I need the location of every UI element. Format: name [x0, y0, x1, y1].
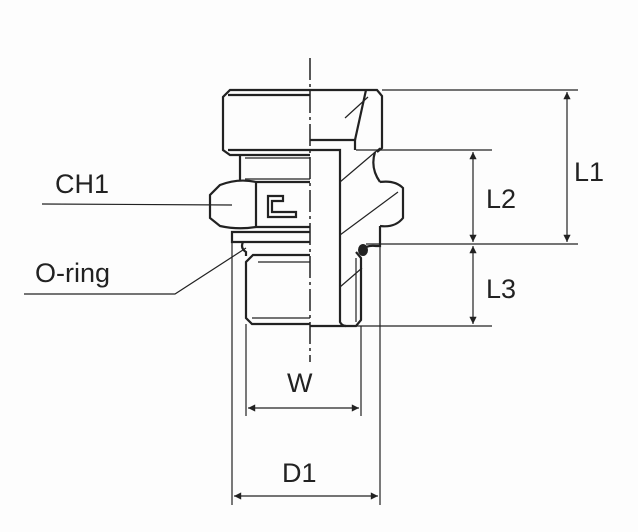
bottom-thread [244, 251, 363, 328]
top-body [221, 88, 384, 157]
l3-label: L3 [486, 274, 516, 304]
hex-ch1 [208, 179, 405, 230]
extension-lines [231, 89, 578, 505]
section-view [310, 147, 399, 328]
l1-label: L1 [574, 157, 604, 187]
neck [238, 151, 381, 183]
ch1-label: CH1 [55, 169, 109, 199]
collar [230, 226, 382, 256]
l2-label: L2 [486, 184, 516, 214]
w-label: W [287, 368, 313, 398]
o-ring [358, 244, 368, 256]
oring-label: O-ring [35, 258, 110, 288]
ch1-leader [41, 203, 233, 206]
oring-leader [24, 247, 247, 295]
d1-label: D1 [282, 458, 317, 488]
